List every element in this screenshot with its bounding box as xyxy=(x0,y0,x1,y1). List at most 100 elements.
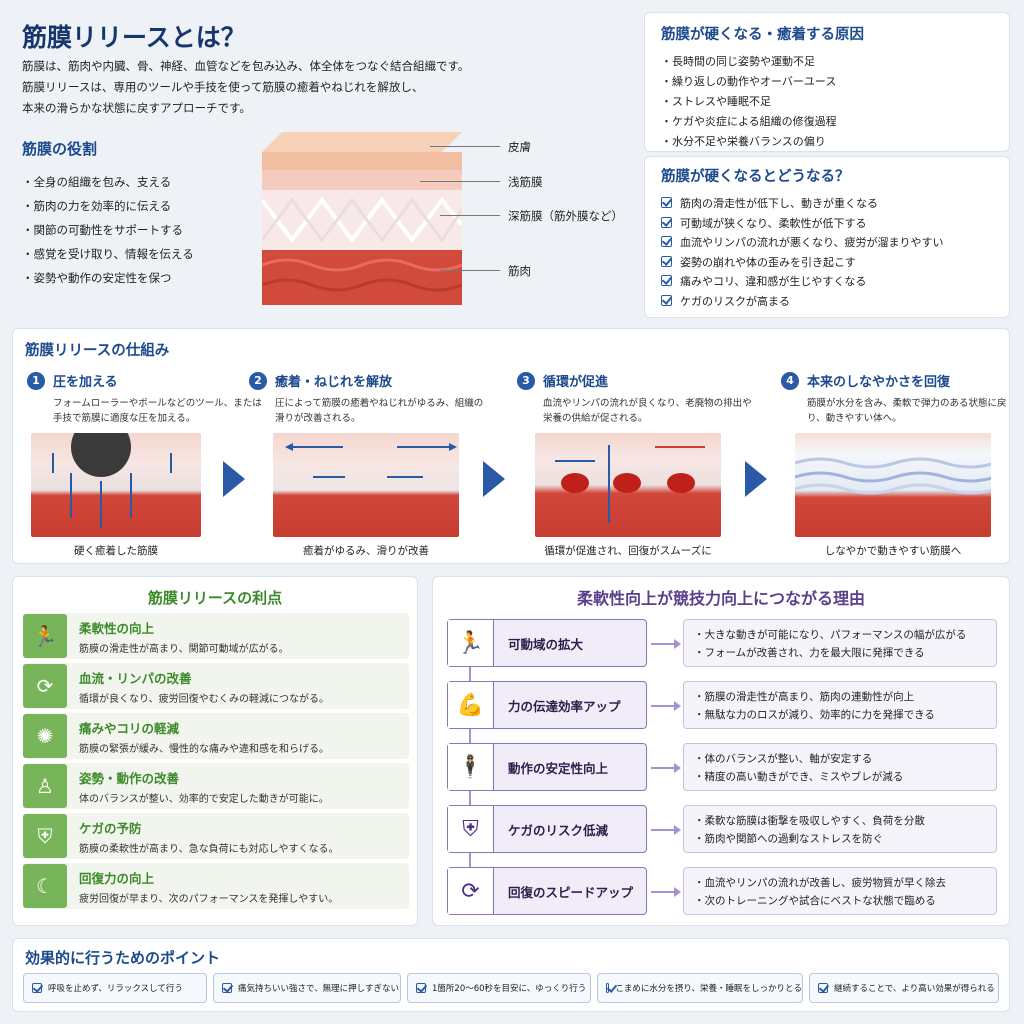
step-caption: 硬く癒着した筋膜 xyxy=(74,545,158,557)
checkbox-icon xyxy=(661,275,672,287)
tip-item: 継続することで、より高い効果が得られる xyxy=(809,973,999,1003)
causes-panel: 筋膜が硬くなる・癒着する原因 ・長時間の同じ姿勢や運動不足 ・繰り返しの動作やオ… xyxy=(644,12,1010,152)
checkbox-icon xyxy=(818,983,828,993)
benefit-description: 体のバランスが整い、効率的で安定した動きが可能に。 xyxy=(79,793,329,805)
label-superficial-fascia: 浅筋膜 xyxy=(508,175,543,189)
effects-panel: 筋膜が硬くなるとどうなる？ 筋肉の滑走性が低下し、動きが重くなる 可動域が狭くな… xyxy=(644,156,1010,318)
runner-icon: 🏃 xyxy=(448,620,494,666)
tissue-circulation-illustration xyxy=(535,433,721,537)
arrow-right-icon xyxy=(745,461,767,497)
mechanism-title: 筋膜リリースの仕組み xyxy=(25,343,170,359)
reason-point: ・無駄な力のロスが減り、効率的に力を発揮できる xyxy=(694,709,935,721)
benefit-item: ✺ 痛みやコリの軽減筋膜の緊張が緩み、慢性的な痛みや違和感を和らげる。 xyxy=(23,713,409,759)
posture-icon: ♙ xyxy=(23,764,67,808)
mechanism-step-4: 4 本来のしなやかさを回復 筋膜が水分を含み、柔軟で弾力のある状態に戻り、動きやす… xyxy=(781,371,1021,426)
causes-title: 筋膜が硬くなる・癒着する原因 xyxy=(661,27,864,43)
benefit-title: 姿勢・動作の改善 xyxy=(79,770,180,786)
reason-details: ・血流やリンパの流れが改善し、疲労物質が早く除去 ・次のトレーニングや試合にベス… xyxy=(683,867,997,915)
step-description: 血流やリンパの流れが良くなり、老廃物の排出や栄養の供給が促される。 xyxy=(543,398,752,424)
reason-point: ・血流やリンパの流れが改善し、疲労物質が早く除去 xyxy=(694,877,946,889)
arrow-right-icon xyxy=(223,461,245,497)
reason-item: ⟳ 回復のスピードアップ xyxy=(447,867,647,915)
intro-line: 本来の滑らかな状態に戻すアプローチです。 xyxy=(22,101,251,115)
shield-icon: ⛨ xyxy=(448,806,494,852)
step-title: 本来のしなやかさを回復 xyxy=(807,375,951,390)
effect-item: 姿勢の崩れや体の歪みを引き起こす xyxy=(661,253,993,273)
benefit-description: 疲労回復が早まり、次のパフォーマンスを発揮しやすい。 xyxy=(79,893,339,905)
step-title: 圧を加える xyxy=(53,375,118,390)
benefit-description: 筋膜の緊張が緩み、慢性的な痛みや違和感を和らげる。 xyxy=(79,743,329,755)
circulation-icon: ⟳ xyxy=(23,664,67,708)
intro-line: 筋膜は、筋肉や内臓、骨、神経、血管などを包み込み、体全体をつなぐ結合組織です。 xyxy=(22,59,470,73)
role-list: ・全身の組織を包み、支える ・筋肉の力を効率的に伝える ・関節の可動性をサポート… xyxy=(22,170,194,290)
step-number: 2 xyxy=(249,371,267,390)
reason-item: 🏃 可動域の拡大 xyxy=(447,619,647,667)
stretch-icon: 🏃 xyxy=(23,614,67,658)
benefit-item: ⛨ ケガの予防筋膜の柔軟性が高まり、急な負荷にも対応しやすくなる。 xyxy=(23,813,409,859)
benefit-item: ♙ 姿勢・動作の改善体のバランスが整い、効率的で安定した動きが可能に。 xyxy=(23,763,409,809)
reason-item: 💪 力の伝達効率アップ xyxy=(447,681,647,729)
label-muscle: 筋肉 xyxy=(508,264,531,278)
role-item: ・姿勢や動作の安定性を保つ xyxy=(22,271,172,285)
reason-title: 力の伝達効率アップ xyxy=(508,698,621,714)
checkbox-icon xyxy=(416,983,426,993)
effect-item: 可動域が狭くなり、柔軟性が低下する xyxy=(661,214,993,234)
muscle-icon: 💪 xyxy=(448,682,494,728)
reason-details: ・体のバランスが整い、軸が安定する ・精度の高い動きができ、ミスやブレが減る xyxy=(683,743,997,791)
effect-item: 痛みやコリ、違和感が生じやすくなる xyxy=(661,272,993,292)
sleep-icon: ☾ xyxy=(23,864,67,908)
benefit-title: 柔軟性の向上 xyxy=(79,620,155,636)
tissue-released-illustration xyxy=(273,433,459,537)
role-item: ・関節の可動性をサポートする xyxy=(22,223,183,237)
reason-details: ・大きな動きが可能になり、パフォーマンスの幅が広がる ・フォームが改善され、力を… xyxy=(683,619,997,667)
benefit-title: 血流・リンパの改善 xyxy=(79,670,192,686)
tip-item: 1箇所20〜60秒を目安に、ゆっくり行う xyxy=(407,973,591,1003)
cause-item: ・繰り返しの動作やオーバーユース xyxy=(661,75,837,88)
benefit-title: 痛みやコリの軽減 xyxy=(79,720,180,736)
benefit-title: ケガの予防 xyxy=(79,820,142,836)
tip-item: 痛気持ちいい強さで、無理に押しすぎない xyxy=(213,973,401,1003)
step-description: フォームローラーやボールなどのツール、または手技で筋膜に適度な圧を加える。 xyxy=(53,398,262,424)
reason-point: ・精度の高い動きができ、ミスやブレが減る xyxy=(694,771,904,783)
reason-point: ・柔軟な筋膜は衝撃を吸収しやすく、負荷を分散 xyxy=(694,815,925,827)
tissue-flexible-illustration xyxy=(795,433,991,537)
reason-details: ・筋膜の滑走性が高まり、筋肉の連動性が向上 ・無駄な力のロスが減り、効率的に力を… xyxy=(683,681,997,729)
role-item: ・全身の組織を包み、支える xyxy=(22,175,172,189)
pain-relief-icon: ✺ xyxy=(23,714,67,758)
checkbox-icon xyxy=(222,983,232,993)
benefit-item: ☾ 回復力の向上疲労回復が早まり、次のパフォーマンスを発揮しやすい。 xyxy=(23,863,409,909)
role-item: ・感覚を受け取り、情報を伝える xyxy=(22,247,194,261)
checkbox-icon xyxy=(661,236,672,248)
benefit-description: 筋膜の柔軟性が高まり、急な負荷にも対応しやすくなる。 xyxy=(79,843,339,855)
effect-item: ケガのリスクが高まる xyxy=(661,292,993,312)
benefit-description: 筋膜の滑走性が高まり、関節可動域が広がる。 xyxy=(79,643,289,655)
reason-item: 🕴 動作の安定性向上 xyxy=(447,743,647,791)
reason-title: 可動域の拡大 xyxy=(508,636,584,652)
role-title: 筋膜の役割 xyxy=(22,140,98,158)
step-number: 4 xyxy=(781,371,799,390)
checkbox-icon xyxy=(661,294,672,306)
fascia-cross-section-illustration xyxy=(260,130,464,305)
benefits-panel: 筋膜リリースの利点 🏃 柔軟性の向上筋膜の滑走性が高まり、関節可動域が広がる。 … xyxy=(12,576,418,926)
benefits-title: 筋膜リリースの利点 xyxy=(147,589,283,607)
reason-item: ⛨ ケガのリスク低減 xyxy=(447,805,647,853)
intro-line: 筋膜リリースは、専用のツールや手技を使って筋膜の癒着やねじれを解放し、 xyxy=(22,80,424,94)
benefit-item: ⟳ 血流・リンパの改善循環が良くなり、疲労回復やむくみの軽減につながる。 xyxy=(23,663,409,709)
checkbox-icon xyxy=(606,983,610,993)
reason-title: 回復のスピードアップ xyxy=(508,884,634,900)
benefit-title: 回復力の向上 xyxy=(79,870,155,886)
checkbox-icon xyxy=(661,255,672,267)
checkbox-icon xyxy=(661,216,672,228)
shield-icon: ⛨ xyxy=(23,814,67,858)
tip-item: こまめに水分を摂り、栄養・睡眠をしっかりとる xyxy=(597,973,803,1003)
checkbox-icon xyxy=(32,983,42,993)
step-title: 循環が促進 xyxy=(543,375,609,390)
checkbox-icon xyxy=(661,197,672,208)
balance-icon: 🕴 xyxy=(448,744,494,790)
step-caption: 癒着がゆるみ、滑りが改善 xyxy=(303,545,429,557)
step-description: 筋膜が水分を含み、柔軟で弾力のある状態に戻り、動きやすい体へ。 xyxy=(807,398,1007,424)
